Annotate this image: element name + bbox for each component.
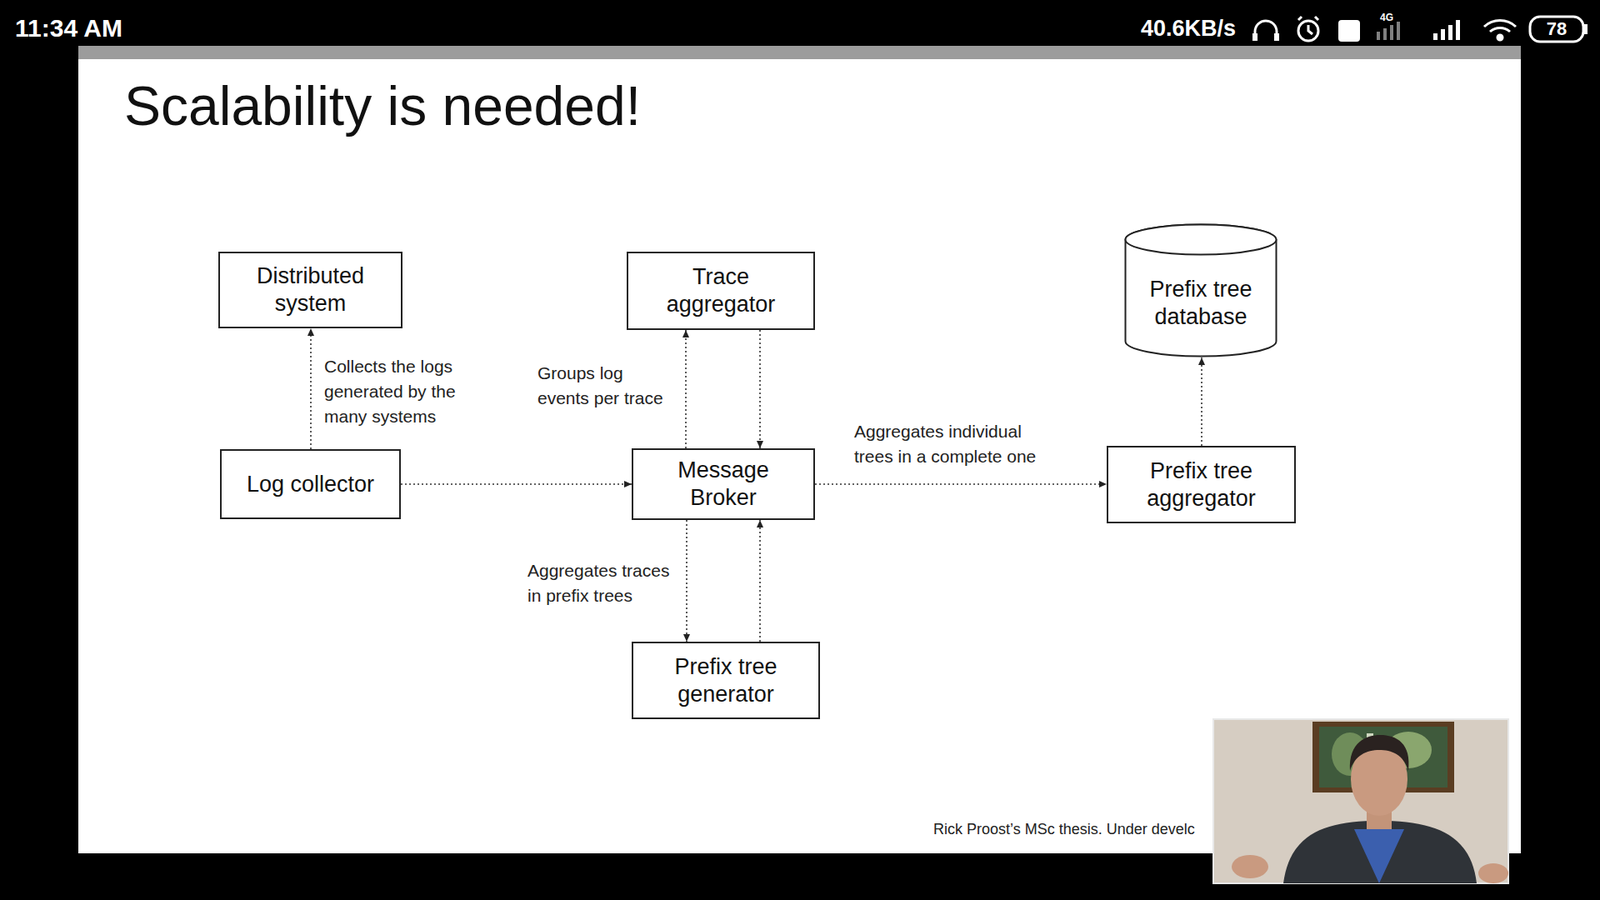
database-cylinder: Prefix tree database — [1124, 223, 1278, 358]
status-time: 11:34 AM — [15, 13, 123, 44]
flow-arrow — [685, 520, 688, 642]
battery-level: 78 — [1530, 18, 1584, 40]
flow-arrow — [759, 330, 761, 449]
node-text: Prefix tree database — [1132, 275, 1270, 331]
node-text: Prefix tree aggregator — [1116, 457, 1286, 513]
service-box: Log collector — [220, 449, 401, 520]
network-type: 4G — [1380, 11, 1394, 24]
flow-arrow — [685, 330, 687, 449]
flow-arrow — [1200, 357, 1203, 446]
system-box: Distributed system — [218, 251, 403, 329]
service-box: Trace aggregator — [626, 251, 815, 330]
cylinder-body — [1125, 225, 1277, 357]
edge-label: Aggregates traces in prefix trees — [527, 558, 674, 609]
video-bar — [78, 45, 1521, 60]
flow-arrow — [759, 520, 761, 642]
broker-box: Message Broker — [631, 448, 815, 520]
node-text: Message Broker — [641, 456, 805, 512]
webcam-inset — [1213, 719, 1509, 884]
wifi-icon — [1484, 20, 1516, 40]
slide-title: Scalability is needed! — [124, 75, 641, 139]
node-text: Trace aggregator — [636, 263, 805, 319]
edge-label: Aggregates individual trees in a complet… — [854, 419, 1063, 470]
service-box: Prefix tree aggregator — [1106, 445, 1296, 524]
service-box: Prefix tree generator — [631, 641, 820, 720]
status-icons — [1252, 16, 1360, 42]
footer-note: Rick Proost’s MSc thesis. Under develc — [933, 820, 1195, 840]
node-text: Distributed system — [228, 262, 393, 318]
flow-arrow — [815, 483, 1107, 485]
node-text: Log collector — [246, 470, 375, 499]
cylinder-lid — [1125, 225, 1277, 255]
edge-label: Collects the logs generated by the many … — [324, 354, 470, 430]
network-speed: 40.6KB/s — [1140, 15, 1236, 42]
flow-arrow — [310, 328, 312, 450]
node-text: Prefix tree generator — [641, 653, 810, 709]
edge-label: Groups log events per trace — [537, 360, 671, 411]
flow-arrow — [400, 483, 632, 485]
battery-icon — [1530, 16, 1588, 42]
